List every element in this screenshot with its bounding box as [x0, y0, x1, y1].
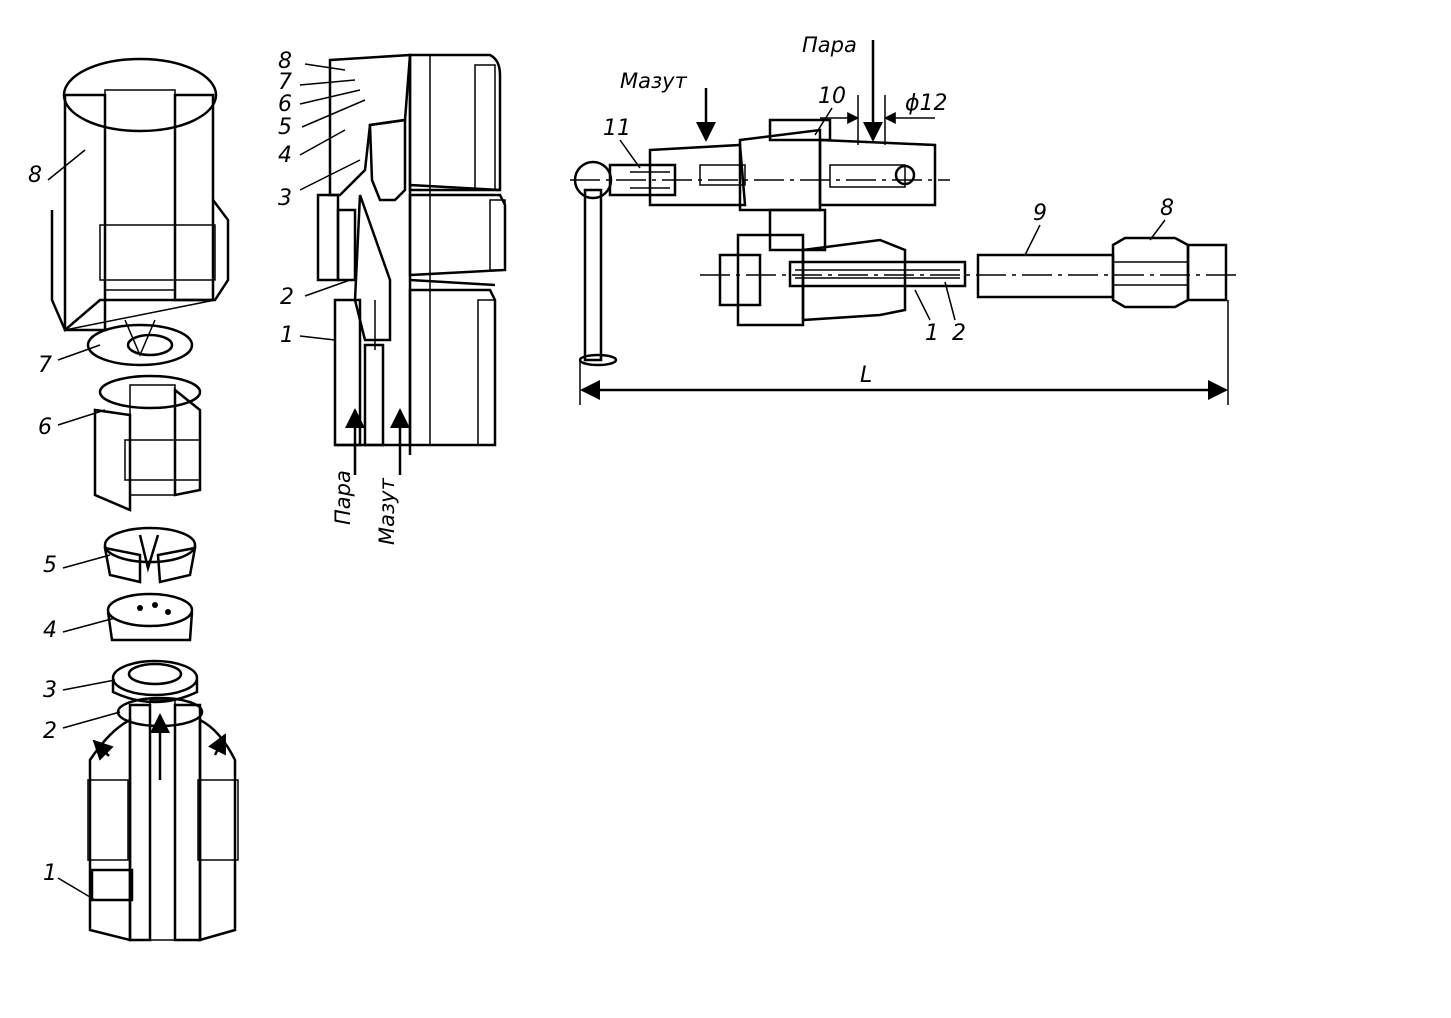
- assembly-label-8: 8: [1160, 196, 1174, 221]
- exploded-label-7: 7: [38, 353, 52, 378]
- assembly-view: Мазут Пара ϕ12 11 10 9 8 1 2 L: [570, 33, 1240, 405]
- part-3-gasket: [111, 659, 199, 704]
- assembly-steam-label: Пара: [802, 33, 857, 57]
- assembly-fuel-label: Мазут: [620, 69, 688, 93]
- assembly-label-2: 2: [952, 321, 966, 346]
- part-7-washer: [86, 319, 194, 367]
- assembly-diameter-label: ϕ12: [905, 91, 948, 116]
- section-labels: 8 7 6 5 4 3 2 1: [278, 49, 294, 348]
- exploded-label-4: 4: [43, 618, 57, 643]
- exploded-label-5: 5: [43, 553, 57, 578]
- section-label-8: 8: [278, 49, 292, 74]
- section-label-5: 5: [278, 115, 292, 140]
- exploded-leaders: [47, 149, 121, 901]
- exploded-label-1: 1: [43, 861, 57, 886]
- exploded-label-2: 2: [43, 719, 57, 744]
- assembly-label-10: 10: [818, 84, 846, 109]
- section-label-3: 3: [278, 186, 292, 211]
- exploded-labels: 8 7 6 5 4 3 2 1: [28, 163, 57, 886]
- exploded-label-6: 6: [38, 415, 52, 440]
- section-label-7: 7: [278, 70, 292, 95]
- part-8-cap-nut: [50, 57, 230, 333]
- assembly-label-11: 11: [603, 116, 631, 141]
- section-label-4: 4: [278, 143, 292, 168]
- section-steam-inlet-label: Пара: [331, 470, 355, 525]
- assembly-length-label: L: [860, 363, 872, 388]
- part-5-swirler: [103, 526, 197, 584]
- part-4-disk: [106, 592, 194, 642]
- assembly-label-1: 1: [925, 321, 939, 346]
- part-1-2-body: [87, 696, 239, 942]
- section-view: 8 7 6 5 4 3 2 1 Пара Мазут: [278, 49, 507, 545]
- section-label-1: 1: [280, 323, 294, 348]
- exploded-label-3: 3: [43, 678, 57, 703]
- exploded-label-8: 8: [28, 163, 42, 188]
- section-label-6: 6: [278, 92, 292, 117]
- exploded-view: 8 7 6 5 4 3 2 1: [28, 57, 239, 942]
- assembly-label-9: 9: [1033, 201, 1047, 226]
- part-6-sleeve: [93, 374, 202, 512]
- section-fuel-inlet-label: Мазут: [375, 477, 399, 545]
- section-label-2: 2: [280, 285, 294, 310]
